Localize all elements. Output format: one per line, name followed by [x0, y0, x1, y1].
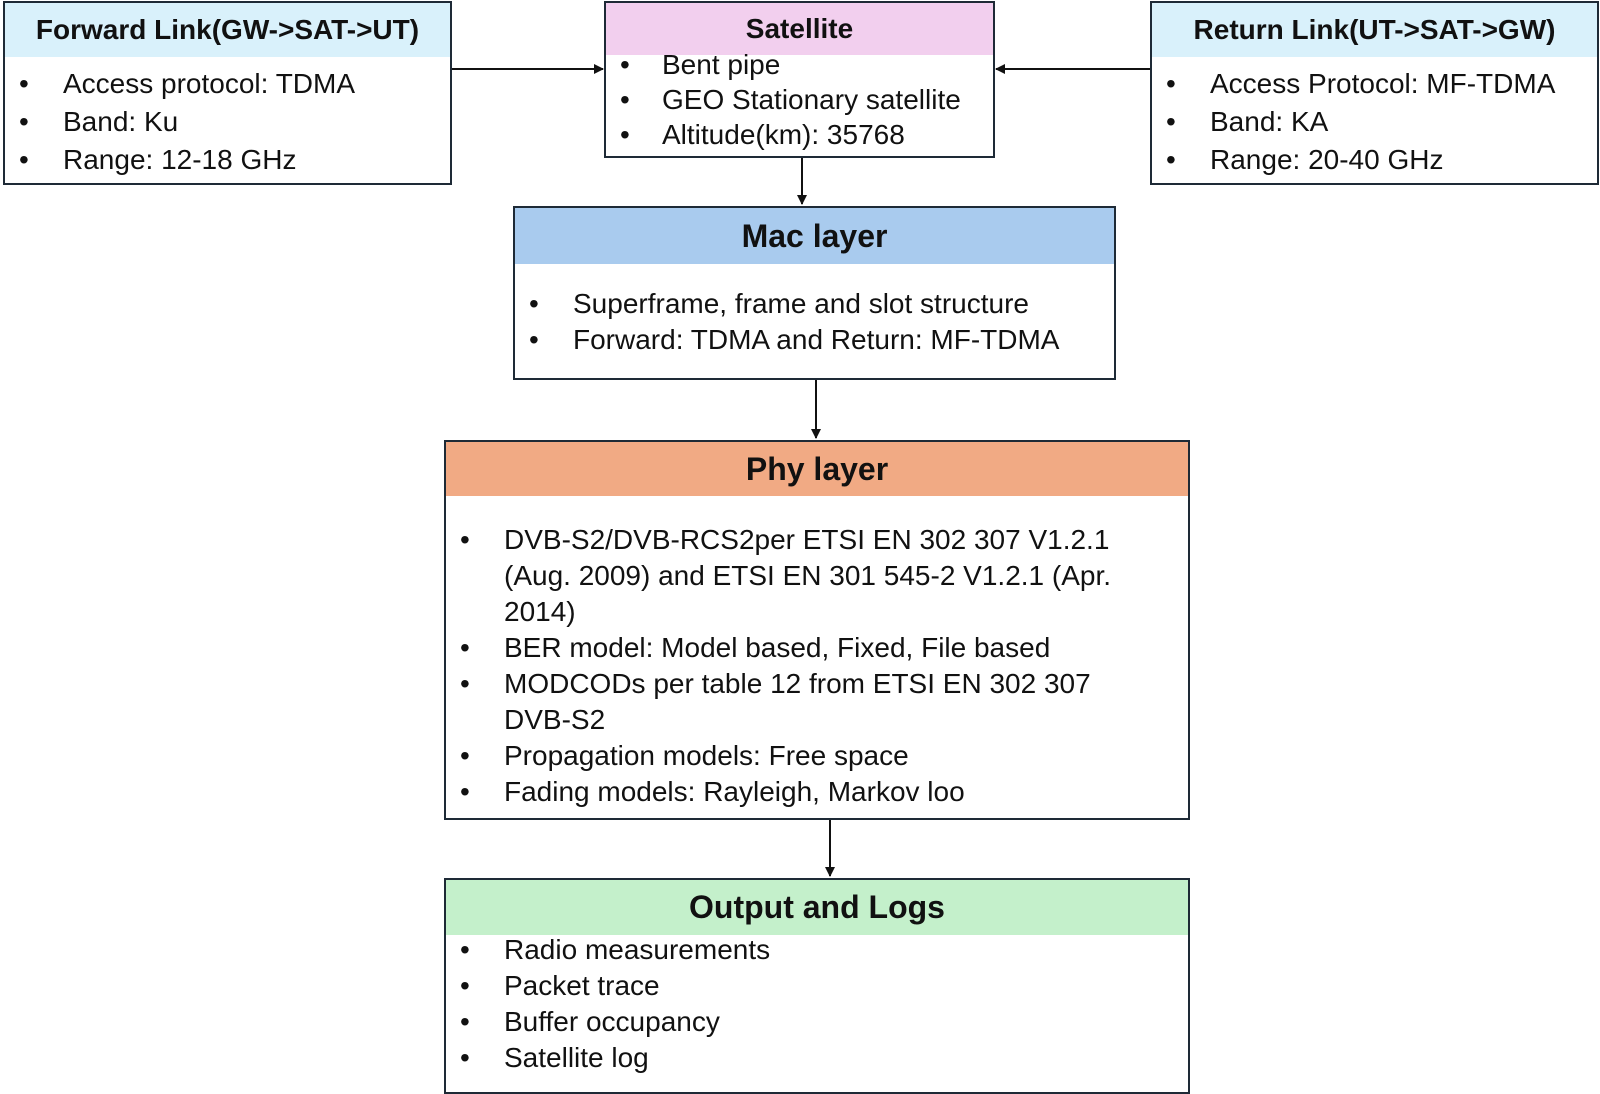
- list-item: •Satellite log: [460, 1040, 1188, 1076]
- satellite-list: •Bent pipe •GEO Stationary satellite •Al…: [606, 47, 993, 152]
- output-logs-list: •Radio measurements •Packet trace •Buffe…: [446, 932, 1188, 1076]
- list-item: •Packet trace: [460, 968, 1188, 1004]
- output-logs-title: Output and Logs: [446, 880, 1188, 935]
- bullet-icon: •: [19, 68, 29, 99]
- bullet-icon: •: [620, 49, 630, 80]
- phy-layer-box: Phy layer •DVB-S2/DVB-RCS2per ETSI EN 30…: [444, 440, 1190, 820]
- bullet-icon: •: [529, 324, 539, 355]
- satellite-title: Satellite: [606, 3, 993, 55]
- list-item: •Band: Ku: [19, 103, 450, 141]
- list-item: •Range: 20-40 GHz: [1166, 141, 1597, 179]
- bullet-icon: •: [460, 776, 470, 807]
- list-item: •Propagation models: Free space: [460, 738, 1162, 774]
- list-item: •Altitude(km): 35768: [620, 119, 905, 150]
- mac-layer-list: •Superframe, frame and slot structure •F…: [515, 264, 1114, 358]
- list-item: •BER model: Model based, Fixed, File bas…: [460, 630, 1162, 666]
- return-link-title: Return Link(UT->SAT->GW): [1152, 3, 1597, 57]
- bullet-icon: •: [460, 524, 470, 555]
- list-item: •Forward: TDMA and Return: MF-TDMA: [529, 322, 1114, 358]
- satellite-box: Satellite •Bent pipe •GEO Stationary sat…: [604, 1, 995, 158]
- mac-layer-title: Mac layer: [515, 208, 1114, 264]
- forward-link-title: Forward Link(GW->SAT->UT): [5, 3, 450, 57]
- list-item: •Bent pipe: [620, 49, 781, 80]
- bullet-icon: •: [460, 740, 470, 771]
- return-link-box: Return Link(UT->SAT->GW) •Access Protoco…: [1150, 1, 1599, 185]
- bullet-icon: •: [620, 84, 630, 115]
- list-item: •Buffer occupancy: [460, 1004, 1188, 1040]
- return-link-list: •Access Protocol: MF-TDMA •Band: KA •Ran…: [1152, 57, 1597, 179]
- list-item: •GEO Stationary satellite: [620, 84, 961, 115]
- bullet-icon: •: [620, 119, 630, 150]
- list-item: •Radio measurements: [460, 932, 1188, 968]
- list-item: •Range: 12-18 GHz: [19, 141, 450, 179]
- list-item: •Fading models: Rayleigh, Markov loo: [460, 774, 1162, 810]
- bullet-icon: •: [19, 144, 29, 175]
- output-logs-box: Output and Logs •Radio measurements •Pac…: [444, 878, 1190, 1094]
- list-item: •DVB-S2/DVB-RCS2per ETSI EN 302 307 V1.2…: [460, 524, 1112, 627]
- bullet-icon: •: [529, 288, 539, 319]
- phy-layer-title: Phy layer: [446, 442, 1188, 496]
- phy-layer-list: •DVB-S2/DVB-RCS2per ETSI EN 302 307 V1.2…: [446, 496, 1188, 810]
- bullet-icon: •: [460, 1042, 470, 1073]
- mac-layer-box: Mac layer •Superframe, frame and slot st…: [513, 206, 1116, 380]
- bullet-icon: •: [460, 632, 470, 663]
- forward-link-box: Forward Link(GW->SAT->UT) •Access protoc…: [3, 1, 452, 185]
- forward-link-list: •Access protocol: TDMA •Band: Ku •Range:…: [5, 57, 450, 179]
- list-item: •Band: KA: [1166, 103, 1597, 141]
- list-item: •MODCODs per table 12 from ETSI EN 302 3…: [460, 668, 1091, 735]
- bullet-icon: •: [19, 106, 29, 137]
- bullet-icon: •: [460, 1006, 470, 1037]
- list-item: •Superframe, frame and slot structure: [529, 286, 1114, 322]
- bullet-icon: •: [1166, 144, 1176, 175]
- bullet-icon: •: [460, 934, 470, 965]
- bullet-icon: •: [1166, 106, 1176, 137]
- bullet-icon: •: [460, 970, 470, 1001]
- bullet-icon: •: [1166, 68, 1176, 99]
- list-item: •Access Protocol: MF-TDMA: [1166, 65, 1597, 103]
- list-item: •Access protocol: TDMA: [19, 65, 450, 103]
- bullet-icon: •: [460, 668, 470, 699]
